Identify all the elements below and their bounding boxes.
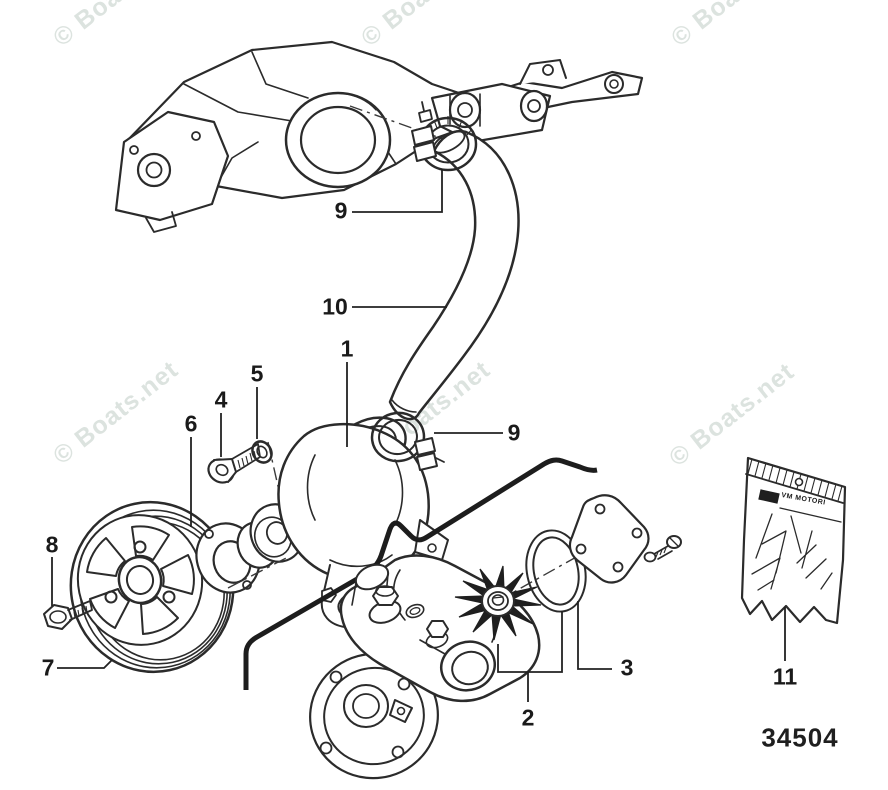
- callout-9-hose-clamp-upper: 9: [334, 197, 348, 224]
- hose-and-clamp-drawing: [350, 102, 518, 419]
- callout-2-impeller: 2: [521, 704, 535, 731]
- impeller-drawing: [455, 566, 541, 640]
- callout-4-mounting-bolt: 4: [214, 386, 228, 413]
- callout-6-gasket: 6: [184, 410, 198, 437]
- cover-screw-drawing: [645, 536, 682, 562]
- exhaust-manifold-drawing: [116, 42, 642, 232]
- callout-9-hose-clamp-lower: 9: [507, 419, 521, 446]
- callout-3-o-ring: 3: [620, 654, 634, 681]
- callout-7-pulley: 7: [41, 654, 55, 681]
- callout-8-pulley-bolt: 8: [45, 531, 59, 558]
- sea-water-pump-drawing: [228, 495, 681, 790]
- drawing-number: 34504: [761, 722, 839, 753]
- water-pump-assembly-drawing: [44, 405, 448, 687]
- divider-line: [246, 460, 597, 690]
- callout-5-lock-washer: 5: [250, 360, 264, 387]
- cover-plate-drawing: [570, 495, 649, 582]
- callout-leader-lines: [52, 169, 785, 702]
- callout-10-hose: 10: [322, 293, 348, 320]
- parts-bag-drawing: [742, 458, 845, 623]
- callout-1-pump-assembly: 1: [340, 335, 354, 362]
- callout-11-parts-bag: 11: [772, 663, 798, 690]
